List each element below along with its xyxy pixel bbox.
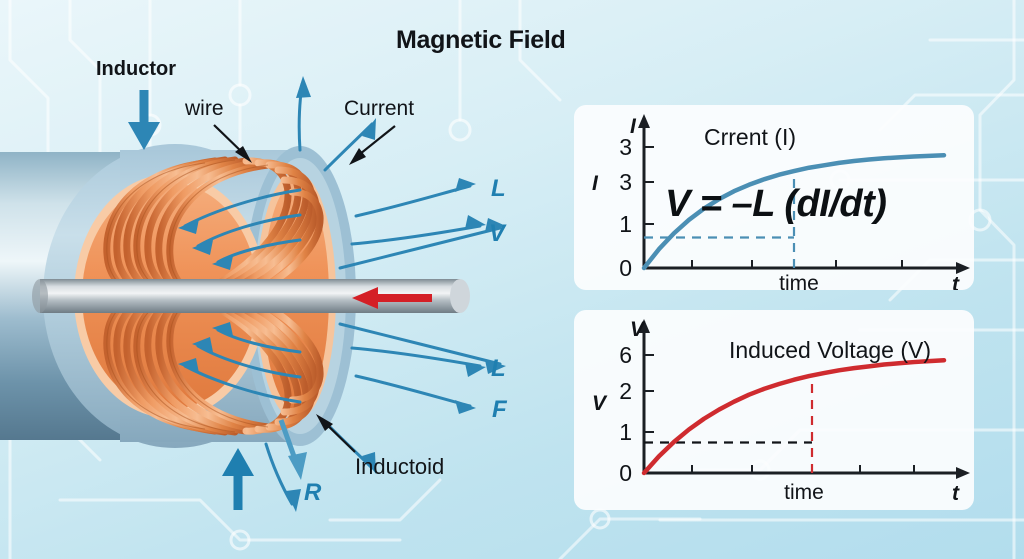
- x-axis-symbol: t: [952, 273, 960, 290]
- field-symbol-r-bottom: R: [304, 479, 322, 506]
- x-axis-symbol: t: [952, 482, 960, 505]
- field-symbol-v-upper: V: [489, 220, 506, 247]
- y-axis-symbol: V: [630, 318, 646, 341]
- y-tick-label: 6: [619, 342, 632, 368]
- y-tick-label: 2: [619, 378, 632, 404]
- field-symbol-f-lower: F: [492, 396, 507, 423]
- bottom-up-arrow: [222, 448, 254, 510]
- r-pointer-arrow: [278, 419, 307, 480]
- y-tick-label: 3: [619, 169, 632, 195]
- magnetic-field-arrowheads: [178, 76, 506, 512]
- label-inductor: Inductor: [96, 58, 176, 80]
- inductor-illustration: [0, 76, 506, 512]
- y-tick-label: 1: [619, 419, 632, 445]
- y-tick-label: 1: [619, 211, 632, 237]
- y-axis-symbol: I: [630, 115, 637, 138]
- callout-arrowheads: [235, 146, 366, 431]
- label-inductoid: Inductoid: [355, 454, 445, 479]
- x-axis-label: time: [779, 272, 819, 290]
- y-axis-label: V: [592, 392, 608, 415]
- field-symbol-l-lower: L: [491, 355, 506, 382]
- field-symbol-l-upper: L: [491, 175, 506, 202]
- series-line: [641, 152, 947, 271]
- chart-title: Induced Voltage (V): [729, 337, 931, 363]
- inductance-formula: V = –L (dI/dt): [665, 183, 887, 225]
- x-axis-label: time: [784, 481, 824, 504]
- inductor-pointer-arrow: [128, 90, 160, 150]
- y-tick-label: 0: [619, 255, 632, 281]
- copper-coil-upper: [103, 156, 324, 307]
- page-title: Magnetic Field: [396, 26, 566, 54]
- series-line: [641, 357, 947, 476]
- y-tick-label: 3: [619, 134, 632, 160]
- label-current: Current: [344, 97, 415, 120]
- y-tick-label: 0: [619, 460, 632, 486]
- current-direction-arrow: [352, 287, 432, 309]
- chart-title: Crrent (I): [704, 124, 796, 150]
- copper-coil-lower: [103, 285, 324, 436]
- y-axis-label: I: [592, 172, 599, 195]
- label-wire: wire: [185, 97, 224, 120]
